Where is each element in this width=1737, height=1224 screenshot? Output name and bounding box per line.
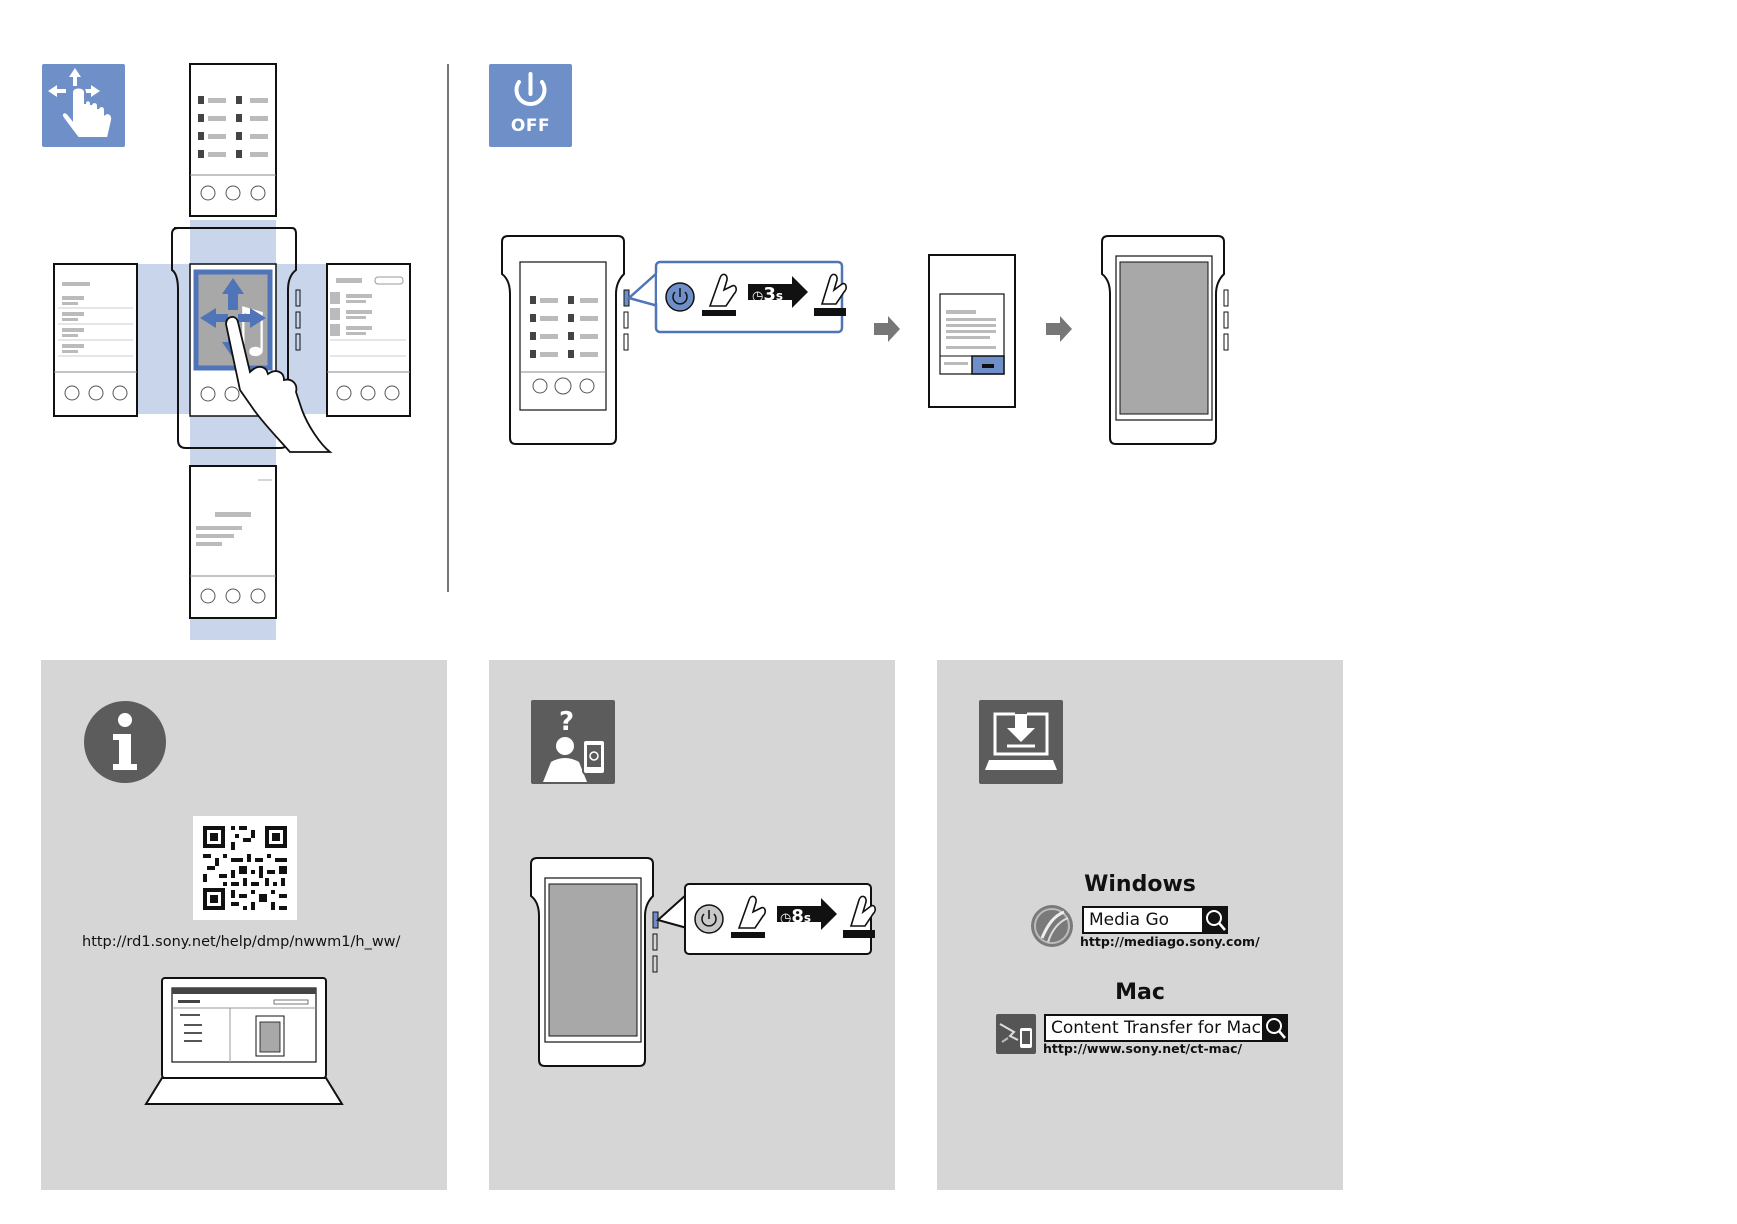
player-power-button-diagram: [501, 235, 847, 445]
player-off-screen: [1101, 235, 1229, 445]
help-guide-panel: http://rd1.sony.net/help/dmp/nwwm1/h_ww/: [41, 660, 447, 1190]
software-panel: Windows Media Go http://mediago.sony.com…: [937, 660, 1343, 1190]
laptop-illustration: [144, 977, 344, 1105]
hold-time-label-3s: ◷3s: [752, 284, 783, 305]
swipe-gesture-icon: [42, 64, 125, 147]
hold-time-unit: s: [775, 289, 784, 303]
troubleshooting-icon: ?: [531, 700, 615, 784]
off-label: OFF: [510, 116, 551, 136]
media-go-url[interactable]: http://mediago.sony.com/: [1080, 934, 1260, 949]
shutdown-dialog-screen: [928, 254, 1016, 408]
content-transfer-search-text: Content Transfer for Mac: [1051, 1018, 1261, 1038]
top-screen: [189, 63, 277, 217]
section-divider: [447, 64, 449, 592]
search-icon[interactable]: [1202, 906, 1228, 934]
power-off-icon: OFF: [489, 64, 572, 147]
reset-panel: ? ◷8s: [489, 660, 895, 1190]
search-icon[interactable]: [1262, 1014, 1288, 1042]
svg-text:?: ?: [559, 707, 574, 737]
timer-icon: ◷: [780, 911, 792, 926]
hold-time-value: 3: [763, 284, 776, 305]
right-screen: [326, 263, 411, 417]
mac-title: Mac: [1115, 980, 1165, 1005]
hold-time-value: 8: [791, 906, 804, 927]
hold-time-label-8s: ◷8s: [780, 906, 811, 927]
qr-code[interactable]: [193, 816, 297, 920]
center-device: ♫: [171, 227, 333, 453]
help-guide-url[interactable]: http://rd1.sony.net/help/dmp/nwwm1/h_ww/: [82, 934, 401, 950]
step-arrow-icon: [1046, 316, 1072, 342]
content-transfer-url[interactable]: http://www.sony.net/ct-mac/: [1043, 1041, 1243, 1056]
media-go-search-box[interactable]: Media Go: [1082, 906, 1228, 934]
step-arrow-icon: [874, 316, 900, 342]
bottom-screen: [189, 465, 277, 619]
download-icon: [979, 700, 1063, 784]
media-go-search-text: Media Go: [1089, 910, 1170, 930]
swipe-navigation-diagram: ♫: [53, 63, 411, 640]
hold-time-unit: s: [803, 911, 812, 925]
info-icon: [84, 701, 166, 783]
content-transfer-app-icon: [996, 1014, 1036, 1054]
left-screen: [53, 263, 138, 417]
windows-title: Windows: [1084, 872, 1196, 897]
content-transfer-search-box[interactable]: Content Transfer for Mac: [1044, 1014, 1288, 1042]
timer-icon: ◷: [752, 289, 764, 304]
media-go-app-icon: [1031, 905, 1073, 947]
player-reset-diagram: [530, 857, 876, 1067]
